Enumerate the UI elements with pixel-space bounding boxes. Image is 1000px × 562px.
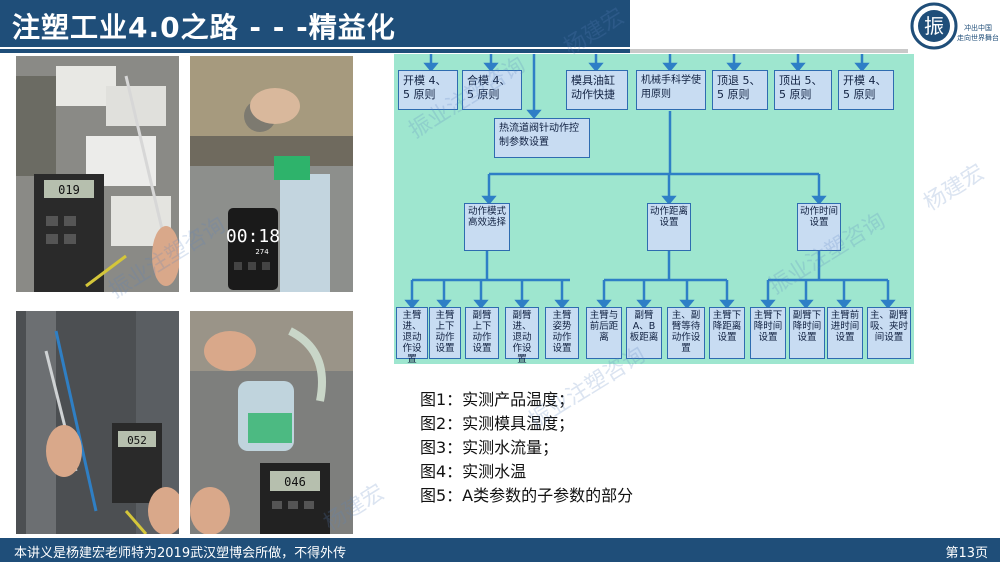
- header-rule-blue: [0, 49, 630, 53]
- photo-water-temperature: 046: [190, 311, 353, 534]
- bottom-box-11: 副臂下降时间设置: [789, 307, 825, 359]
- watermark: 杨建宏: [919, 160, 989, 217]
- logo-glyph: 振: [924, 14, 944, 38]
- mid-box-distance: 动作距离设置: [647, 203, 691, 251]
- page-number: 第13页: [945, 546, 988, 561]
- bottom-box-4: 副臂进、退动作设置: [505, 307, 539, 365]
- bottom-box-1: 主臂进、退动作设置: [396, 307, 428, 365]
- svg-text:冲出中国: 冲出中国: [964, 23, 992, 32]
- bottom-box-13: 主、副臂吸、夹时间设置: [867, 307, 911, 359]
- svg-text:00:18: 00:18: [226, 226, 280, 247]
- bottom-box-2: 主臂上下动作设置: [429, 307, 461, 359]
- photo-mold-temperature: 052: [16, 311, 179, 534]
- bottom-box-12: 主臂前进时间设置: [827, 307, 863, 359]
- svg-text:019: 019: [58, 183, 80, 197]
- bottom-box-10: 主臂下降时间设置: [750, 307, 786, 359]
- top-box-5: 顶退 5、5 原则: [712, 70, 768, 110]
- title-bar: 注塑工业4.0之路 - - -精益化: [0, 0, 630, 47]
- page-title: 注塑工业4.0之路 - - -精益化: [12, 11, 396, 44]
- footer-bar: 本讲义是杨建宏老师特为2019武汉塑博会所做，不得外传 第13页: [0, 538, 1000, 562]
- bottom-box-3: 副臂上下动作设置: [465, 307, 499, 359]
- footer-notice: 本讲义是杨建宏老师特为2019武汉塑博会所做，不得外传: [14, 546, 347, 561]
- svg-text:052: 052: [127, 434, 147, 447]
- header-rule-gray: [630, 49, 908, 53]
- bottom-box-9: 主臂下降距离设置: [709, 307, 745, 359]
- photo-water-flow: 00:18 274: [190, 56, 353, 292]
- bottom-box-8: 主、副臂等待动作设置: [667, 307, 705, 359]
- caption-2: 图2：实测模具温度；: [420, 414, 575, 433]
- svg-text:走向世界舞台: 走向世界舞台: [957, 33, 998, 42]
- caption-5: 图5：A类参数的子参数的部分: [420, 486, 634, 505]
- top-box-3: 模具油缸动作快捷: [566, 70, 628, 110]
- top-box-7: 开模 4、5 原则: [838, 70, 894, 110]
- mid-box-mode: 动作模式高效选择: [464, 203, 510, 251]
- caption-4: 图4：实测水温: [420, 462, 527, 481]
- mid-box-time: 动作时间设置: [797, 203, 841, 251]
- bottom-box-6: 主臂与前后距离: [586, 307, 622, 359]
- bottom-box-7: 副臂A、B板距离: [626, 307, 662, 359]
- bottom-box-5: 主臂姿势动作设置: [545, 307, 579, 359]
- company-logo: 振 冲出中国 走向世界舞台: [908, 2, 999, 54]
- hot-runner-box: 热流道阀针动作控制参数设置: [494, 118, 590, 158]
- top-box-4: 机械手科学使用原则: [636, 70, 706, 110]
- top-box-1: 开模 4、5 原则: [398, 70, 458, 110]
- caption-3: 图3：实测水流量；: [420, 438, 559, 457]
- figure-captions: 图1：实测产品温度； 图2：实测模具温度； 图3：实测水流量； 图4：实测水温 …: [420, 388, 633, 508]
- top-box-6: 顶出 5、5 原则: [774, 70, 832, 110]
- parameter-flow-diagram: 开模 4、5 原则 合模 4、5 原则 模具油缸动作快捷 机械手科学使用原则 顶…: [394, 54, 914, 365]
- top-box-2: 合模 4、5 原则: [462, 70, 522, 110]
- caption-1: 图1：实测产品温度；: [420, 390, 575, 409]
- svg-text:274: 274: [255, 248, 269, 256]
- svg-text:046: 046: [284, 475, 306, 489]
- photo-product-temperature: 019: [16, 56, 179, 292]
